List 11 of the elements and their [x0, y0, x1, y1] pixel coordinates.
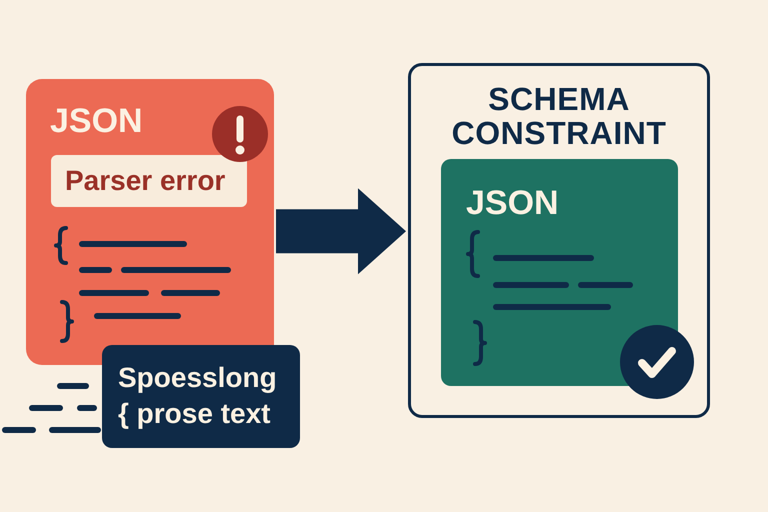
card-title: JSON	[466, 183, 559, 223]
prose-text: Spoesslong { prose text	[118, 361, 278, 431]
card-title: JSON	[50, 101, 143, 141]
json-card	[441, 159, 678, 386]
schema-constraint-frame	[408, 63, 710, 418]
json-card	[26, 79, 274, 365]
error-message: Parser error	[65, 165, 226, 197]
error-message-box	[51, 155, 247, 207]
arrow	[276, 188, 406, 274]
prose-text-box	[102, 345, 300, 448]
frame-title: SCHEMA CONSTRAINT	[450, 82, 668, 150]
